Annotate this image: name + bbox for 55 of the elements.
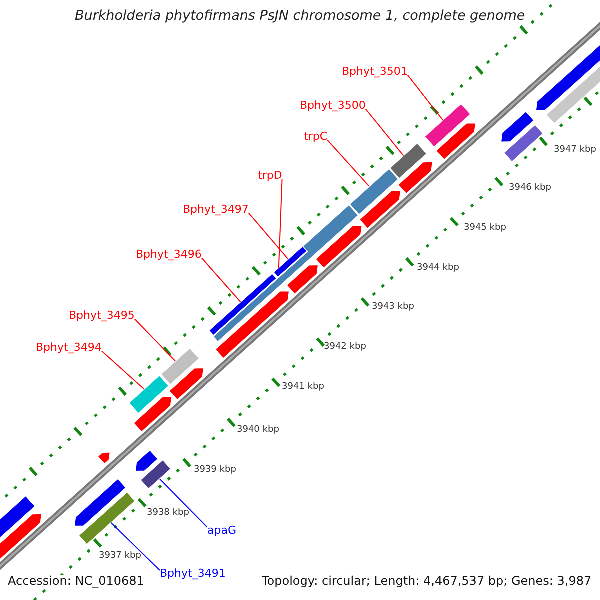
scale-label: 3947 kbp xyxy=(554,145,596,156)
gene-segment xyxy=(74,478,127,527)
gene-label: Bphyt_3497 xyxy=(183,204,249,216)
gene-bar xyxy=(273,246,308,278)
gene-segment xyxy=(168,368,204,401)
gene-segment xyxy=(135,450,159,472)
scale-label: 3939 kbp xyxy=(194,465,236,476)
gene-label: Bphyt_3501 xyxy=(342,66,408,78)
scale-label: 3940 kbp xyxy=(237,425,280,436)
gene-label: Bphyt_3491 xyxy=(160,568,226,580)
gene-bar xyxy=(78,492,136,546)
leader-line xyxy=(365,108,404,156)
gene-bar xyxy=(140,460,172,490)
scale-label: 3944 kbp xyxy=(417,263,460,274)
scale-label: 3937 kbp xyxy=(99,551,142,562)
gene-label: Bphyt_3495 xyxy=(69,310,135,322)
scale-label: 3946 kbp xyxy=(509,183,552,194)
gene-segment xyxy=(359,190,402,230)
leader-line xyxy=(110,522,160,571)
gene-bar xyxy=(128,375,170,414)
leader-line xyxy=(201,258,242,303)
gene-label: Bphyt_3494 xyxy=(36,342,102,354)
gene-label: Bphyt_3496 xyxy=(136,248,202,262)
scale-label: 3942 kbp xyxy=(324,342,366,352)
gene-bar xyxy=(504,124,544,162)
gene-bar xyxy=(424,103,472,148)
leader-line xyxy=(407,74,444,121)
gene-segment xyxy=(97,452,111,465)
gene-segment xyxy=(398,162,434,194)
leader-line xyxy=(101,350,145,390)
gene-segment xyxy=(436,122,476,160)
leader-line xyxy=(134,318,176,362)
scale-label: 3941 kbp xyxy=(282,382,324,392)
map-title: Burkholderia phytofirmans PsJN chromosome 1, complete genome xyxy=(75,9,526,25)
leader-line xyxy=(327,140,370,188)
gene-segment xyxy=(315,225,363,269)
gene-bar xyxy=(208,273,278,336)
leader-line xyxy=(248,212,289,260)
gene-segment xyxy=(286,264,319,295)
footer-note: Topology: circular; Length: 4,467,537 bp; Genes: 3,987 xyxy=(262,575,592,589)
gene-bar xyxy=(160,348,200,386)
leader-line xyxy=(278,178,283,269)
gene-bar xyxy=(389,142,428,180)
gene-label: Bphyt_3500 xyxy=(300,100,366,112)
gene-segment xyxy=(133,396,172,433)
scale-label: 3943 kbp xyxy=(372,302,414,312)
footer-note: Accession: NC_010681 xyxy=(8,575,144,589)
gene-label: trpD xyxy=(258,170,282,182)
scale-label: 3945 kbp xyxy=(464,223,506,234)
gene-segment xyxy=(214,290,290,360)
gene-bar xyxy=(349,168,400,216)
gene-label: trpC xyxy=(304,130,328,144)
gene-label: apaG xyxy=(208,524,236,538)
gene-segment xyxy=(500,111,535,143)
scale-label: 3938 kbp xyxy=(147,508,190,518)
